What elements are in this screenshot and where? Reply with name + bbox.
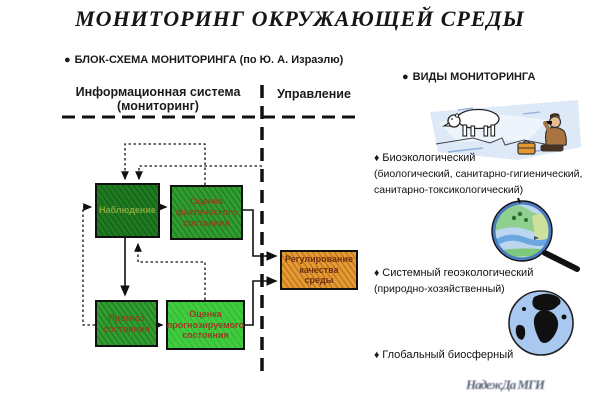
info-system-line1: Информационная система [75,85,241,99]
flow-box-forecast: Прогноз состояния [95,300,158,347]
briefcase-icon [517,140,536,155]
bullet-icon: ● [402,71,409,83]
flow-box-observation: Наблюдение [95,183,160,238]
type-label-text: Системный геоэкологический [382,267,534,279]
type-label-text: Биоэкологический [382,152,476,164]
flow-box-actual-assessment: Оценка фактического состояния [170,185,243,240]
continents-icon [515,293,567,343]
flow-box-regulation: Регулирование качества среды [280,250,358,290]
diamond-bullet-icon: ♦ [374,267,380,279]
monitoring-types-heading: ●ВИДЫ МОНИТОРИНГА [402,71,535,83]
polar-bear-observer-illustration [428,92,583,164]
block-scheme-heading-text: БЛОК-СХЕМА МОНИТОРИНГА (по Ю. А. Израэлю… [74,54,344,66]
type-note-line: санитарно-токсикологический) [374,183,524,196]
polar-bear-icon [442,108,500,137]
type-label-text: Глобальный биосферный [382,349,514,361]
page-title: МОНИТОРИНГ ОКРУЖАЮЩЕЙ СРЕДЫ [75,6,525,31]
magnifier-handle-icon [542,250,580,272]
block-scheme-heading: ●БЛОК-СХЕМА МОНИТОРИНГА (по Ю. А. Израэл… [64,54,343,66]
observer-icon [540,113,567,152]
solid-arrows [120,202,278,330]
diamond-bullet-icon: ♦ [374,349,380,361]
type-note-line: (биологический, санитарно-гигиенический, [374,167,583,180]
monitoring-type-bioecological: ♦ Биоэкологический (биологический, санит… [374,150,582,198]
diamond-bullet-icon: ♦ [374,152,380,164]
bullet-icon: ● [64,54,71,66]
column-header-management: Управление [277,87,351,101]
column-header-info-system: Информационная система (мониторинг) [62,85,254,114]
info-system-line2: (мониторинг) [117,99,199,114]
monitoring-types-heading-text: ВИДЫ МОНИТОРИНГА [412,71,536,83]
monitoring-type-geoecological: ♦ Системный геоэкологический (природно-х… [374,265,533,298]
magnifier-over-map-illustration [474,196,586,272]
map-icon [494,203,550,259]
globe-illustration [500,287,584,360]
dotted-feedback-arrows [82,143,262,326]
type-note-line: (природно-хозяйственный) [374,282,505,295]
watermark: НадежДа МГИ [466,377,545,392]
monitoring-type-global-biospheric: ♦ Глобальный биосферный [374,347,513,364]
flow-box-forecast-assessment: Оценка прогнозируемого состояния [166,300,245,350]
